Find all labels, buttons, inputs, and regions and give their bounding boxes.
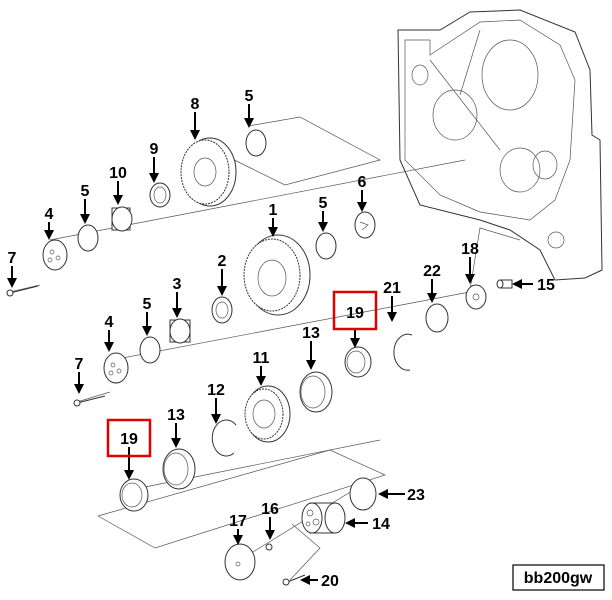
gear-8 [180,137,237,207]
parts [6,129,513,586]
callout-9: 9 [150,141,159,158]
bolt-7b [73,395,106,407]
axis-lines [9,116,521,581]
arrow-down [113,181,123,205]
cover-17 [224,543,256,581]
plate-4a [42,239,68,271]
arrow-down [387,296,397,322]
callout-labels: 8 5 9 10 5 4 7 1 5 6 2 3 5 4 7 19 21 22 … [8,88,555,590]
bolt-20 [282,574,306,586]
arrow-down [268,218,278,237]
arrow-down [217,269,227,296]
callout-5: 5 [81,183,90,200]
highlight-box-19a [332,290,378,331]
arrow-down [357,190,367,212]
bolt-7a [6,285,39,297]
bushing-9 [149,182,171,208]
callout-18: 18 [461,241,479,258]
plate-18 [465,284,487,310]
hub-10 [111,206,133,232]
pin-16 [265,543,273,551]
arrow-down [244,104,254,128]
arrow-down [7,266,17,288]
callout-2: 2 [218,253,227,270]
arrow-down [350,330,360,348]
arrow-down [149,157,159,183]
callout-7: 7 [75,356,84,373]
arrow-left [345,518,368,528]
callout-15: 15 [537,277,555,294]
callout-12: 12 [207,382,225,399]
gear-1 [243,234,311,316]
callout-19: 19 [346,305,364,322]
callout-20: 20 [321,573,339,590]
callout-3: 3 [173,276,182,293]
arrow-down [427,279,437,303]
callout-13: 13 [167,407,185,424]
callout-4: 4 [105,314,114,331]
seal-19a [344,346,372,378]
plate-4b [103,352,129,384]
figure-code: bb200gw [524,570,593,587]
arrow-left [378,489,405,499]
figure-code-box [512,564,605,591]
callout-5: 5 [143,296,152,313]
callout-1: 1 [269,202,278,219]
callout-14: 14 [372,516,390,533]
arrow-down [211,398,221,424]
arrow-down [124,447,134,480]
plate-6 [354,211,376,239]
arrow-down [171,423,181,448]
callout-11: 11 [253,350,270,367]
callout-5: 5 [245,88,254,105]
gear-housing [397,9,603,281]
arrow-down [44,222,54,240]
seal-19b [119,478,149,512]
callout-19: 19 [120,431,138,448]
arrow-down [172,292,182,318]
callout-4: 4 [45,206,54,223]
callout-16: 16 [261,501,279,518]
snap-ring-21 [393,333,413,371]
callout-17: 17 [229,513,247,530]
washer-5c [315,232,337,260]
arrow-down [74,372,84,394]
arrow-down [318,211,328,232]
arrow-down [190,112,200,140]
callout-6: 6 [358,174,367,191]
hub-3 [169,318,191,344]
washer-5d [139,336,161,364]
callout-23: 23 [407,487,425,504]
arrow-down [306,341,316,370]
ring-13a [299,371,333,413]
callout-13: 13 [302,325,320,342]
arrow-down [256,366,266,386]
callout-8: 8 [191,96,200,113]
callout-10: 10 [109,165,127,182]
callout-22: 22 [423,263,441,280]
highlight-box-19b [106,418,152,458]
bushing-2 [211,296,233,324]
arrow-down [80,199,90,224]
washer-5a [245,129,267,157]
gasket-22 [425,303,449,333]
arrow-down [233,529,243,545]
arrow-down [104,330,114,352]
arrow-down [265,517,275,540]
arrow-down [465,257,475,284]
callout-5: 5 [319,195,328,212]
gasket-23 [349,477,377,511]
washer-5b [77,224,99,252]
callout-21: 21 [383,280,401,297]
callout-7: 7 [8,250,17,267]
arrow-down [142,312,152,336]
snap-ring-12 [211,419,237,457]
callout-arrows [7,104,533,585]
plate-14 [301,502,346,534]
arrow-left [512,279,533,289]
ring-13b [162,448,196,490]
arrow-left [300,575,318,585]
plug-15 [496,279,513,289]
gear-11 [244,385,291,443]
